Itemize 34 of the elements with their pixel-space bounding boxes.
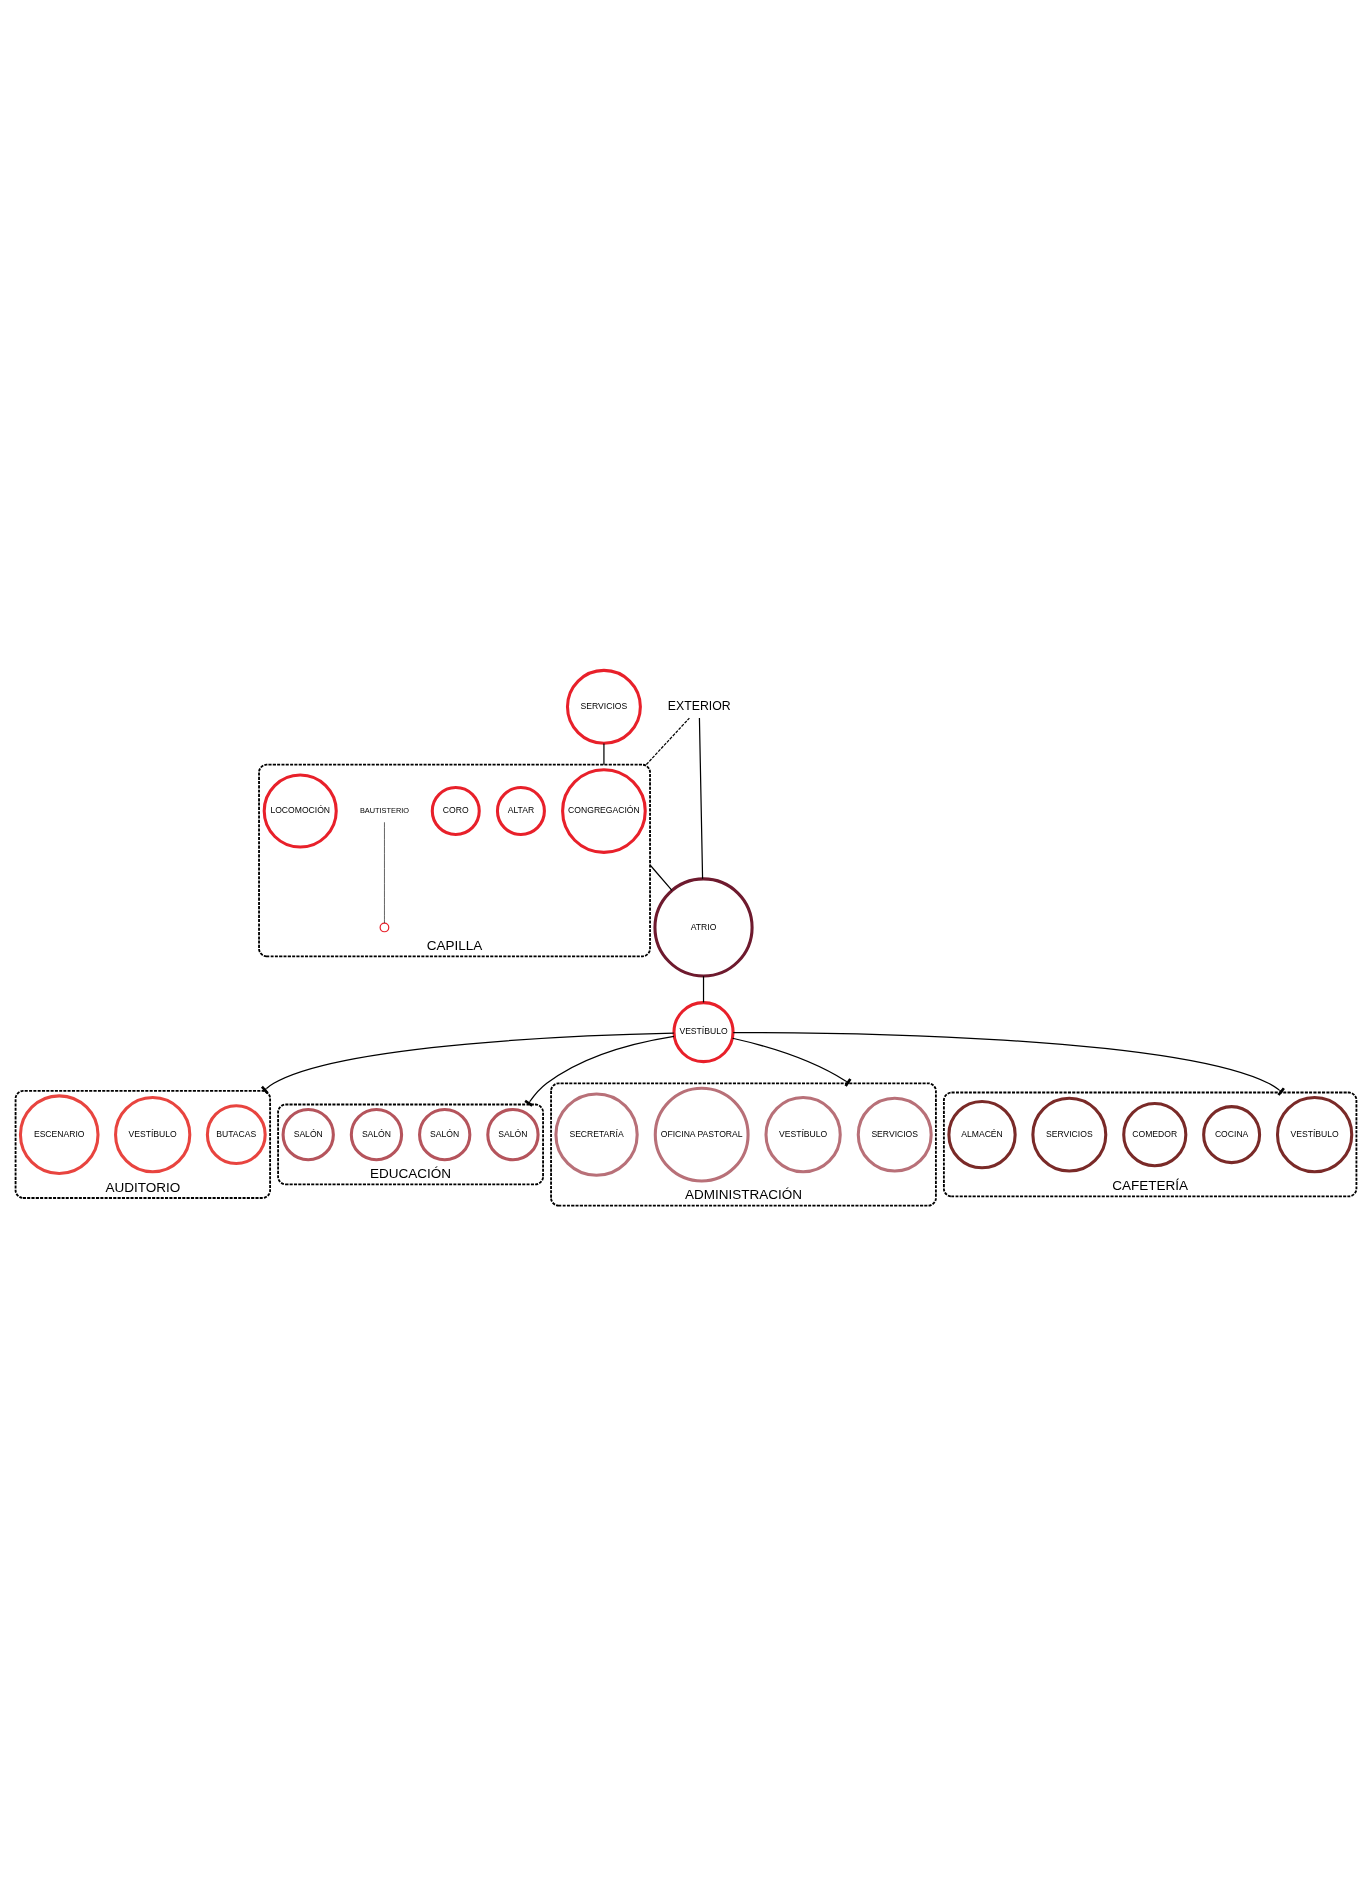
- node-circle: ALTAR: [495, 785, 546, 836]
- node-circle: ATRIO: [653, 876, 754, 978]
- node-circle: ALMACÉN: [947, 1099, 1017, 1169]
- node-circle: LOCOMOCIÓN: [262, 773, 338, 849]
- connector: [702, 975, 705, 1003]
- node-circle: SALÓN: [418, 1107, 472, 1161]
- connector: [649, 863, 673, 891]
- connector: [603, 742, 605, 765]
- node-circle: VESTÍBULO: [764, 1095, 842, 1173]
- node-circle: COMEDOR: [1122, 1101, 1188, 1167]
- node-circle: SERVICIOS: [565, 668, 642, 745]
- node-circle: VESTÍBULO: [114, 1095, 192, 1173]
- node-circle: CONGREGACIÓN: [561, 767, 647, 854]
- node-circle: ESCENARIO: [18, 1093, 100, 1175]
- connector: [731, 1037, 852, 1087]
- node-circle: COCINA: [1202, 1104, 1262, 1164]
- connector: [524, 1035, 675, 1107]
- connector: [645, 716, 690, 765]
- connector: [698, 716, 704, 879]
- node-circle: SERVICIOS: [1031, 1096, 1108, 1173]
- node-circle: SERVICIOS: [856, 1096, 933, 1173]
- node-text: EXTERIOR: [667, 698, 731, 713]
- node-circle: BUTACAS: [205, 1103, 267, 1165]
- node-circle: VESTÍBULO: [1275, 1095, 1354, 1173]
- connector: [732, 1031, 1285, 1096]
- node-circle: VESTÍBULO: [672, 1000, 735, 1063]
- node-circle: SALÓN: [349, 1107, 404, 1161]
- node-circle: SALÓN: [281, 1107, 335, 1161]
- node-circle: OFICINA PASTORAL: [653, 1086, 750, 1183]
- node-circle: SALÓN: [486, 1107, 540, 1161]
- node-circle: CORO: [430, 785, 481, 836]
- node-circle: [379, 922, 390, 932]
- node-circle: SECRETARÍA: [554, 1091, 639, 1177]
- connector: [260, 1032, 675, 1094]
